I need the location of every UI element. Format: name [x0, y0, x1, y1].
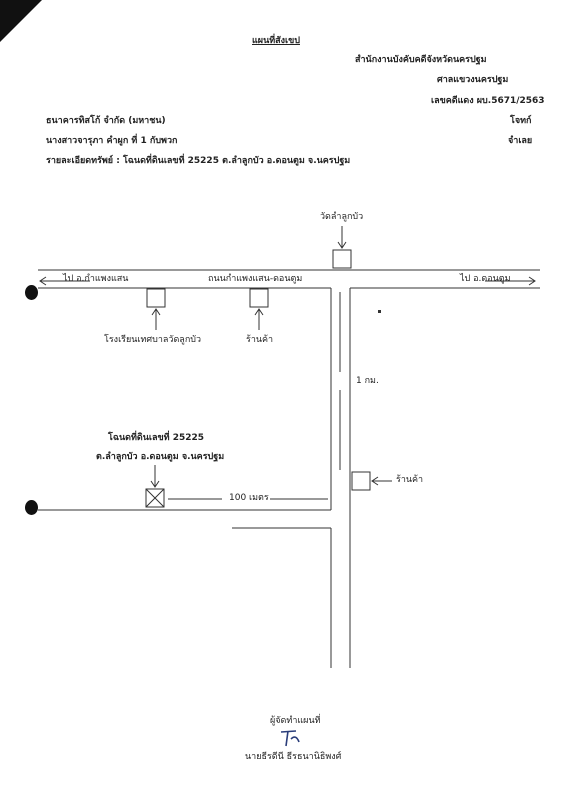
- punch-hole-top: [25, 285, 38, 300]
- property-detail: รายละเอียดทรัพย์ : โฉนดที่ดินเลขที่ 2522…: [46, 156, 351, 166]
- to-east-label: ไป อ.ดอนตูม: [460, 274, 511, 284]
- court-name: ศาลแขวงนครปฐม: [437, 75, 509, 85]
- shop-1-label: ร้านค้า: [246, 335, 274, 345]
- map-maker-label: ผู้จัดทำแผนที่: [270, 716, 321, 726]
- school-arrowhead: [151, 308, 161, 316]
- deed-number-label: โฉนดที่ดินเลขที่ 25225: [108, 433, 205, 443]
- defendant-name: นางสาวจารุภา คำผูก ที่ 1 กับพวก: [46, 136, 178, 146]
- deed-location-label: ต.ลำลูกบัว อ.ดอนตูม จ.นครปฐม: [96, 452, 225, 462]
- school-label: โรงเรียนเทศบาลวัดลูกบัว: [104, 335, 202, 345]
- shop-1-arrowhead: [254, 308, 264, 316]
- plaintiff-role: โจทก์: [510, 116, 532, 126]
- shop-marker-1: [249, 288, 269, 308]
- temple-marker: [332, 249, 352, 269]
- page-title: แผนที่สังเขป: [252, 36, 300, 46]
- office-name: สำนักงานบังคับคดีจังหวัดนครปฐม: [355, 55, 487, 65]
- distance-1km-label: 1 กม.: [356, 376, 379, 386]
- distance-100m-label: 100 เมตร: [229, 493, 269, 503]
- shop-2-arrowhead: [371, 476, 379, 486]
- scan-speck: [378, 310, 381, 313]
- plaintiff-name: ธนาคารทิสโก้ จำกัด (มหาชน): [46, 116, 166, 126]
- signer-name: นายธีรดีนี ธีรธนานิธิพงศ์: [245, 752, 342, 762]
- signature-mark: [280, 730, 300, 747]
- case-number: เลขคดีแดง ผบ.5671/2563: [431, 96, 545, 106]
- to-west-label: ไป อ.กำแพงแสน: [63, 274, 129, 284]
- road-name-label: ถนนกำแพงแสน-ดอนตูม: [208, 274, 303, 284]
- punch-hole-bottom: [25, 500, 38, 515]
- defendant-role: จำเลย: [508, 136, 533, 146]
- shop-2-label: ร้านค้า: [396, 475, 424, 485]
- temple-arrowhead: [337, 241, 347, 249]
- temple-label: วัดลำลูกบัว: [320, 212, 364, 222]
- school-marker: [146, 288, 166, 308]
- scan-corner-shadow: [0, 0, 42, 42]
- plot-arrowhead: [150, 480, 160, 488]
- shop-marker-2: [351, 471, 371, 491]
- land-plot-cross-2: [145, 488, 165, 508]
- arrowhead-east: [528, 276, 536, 286]
- arrowhead-west: [39, 276, 47, 286]
